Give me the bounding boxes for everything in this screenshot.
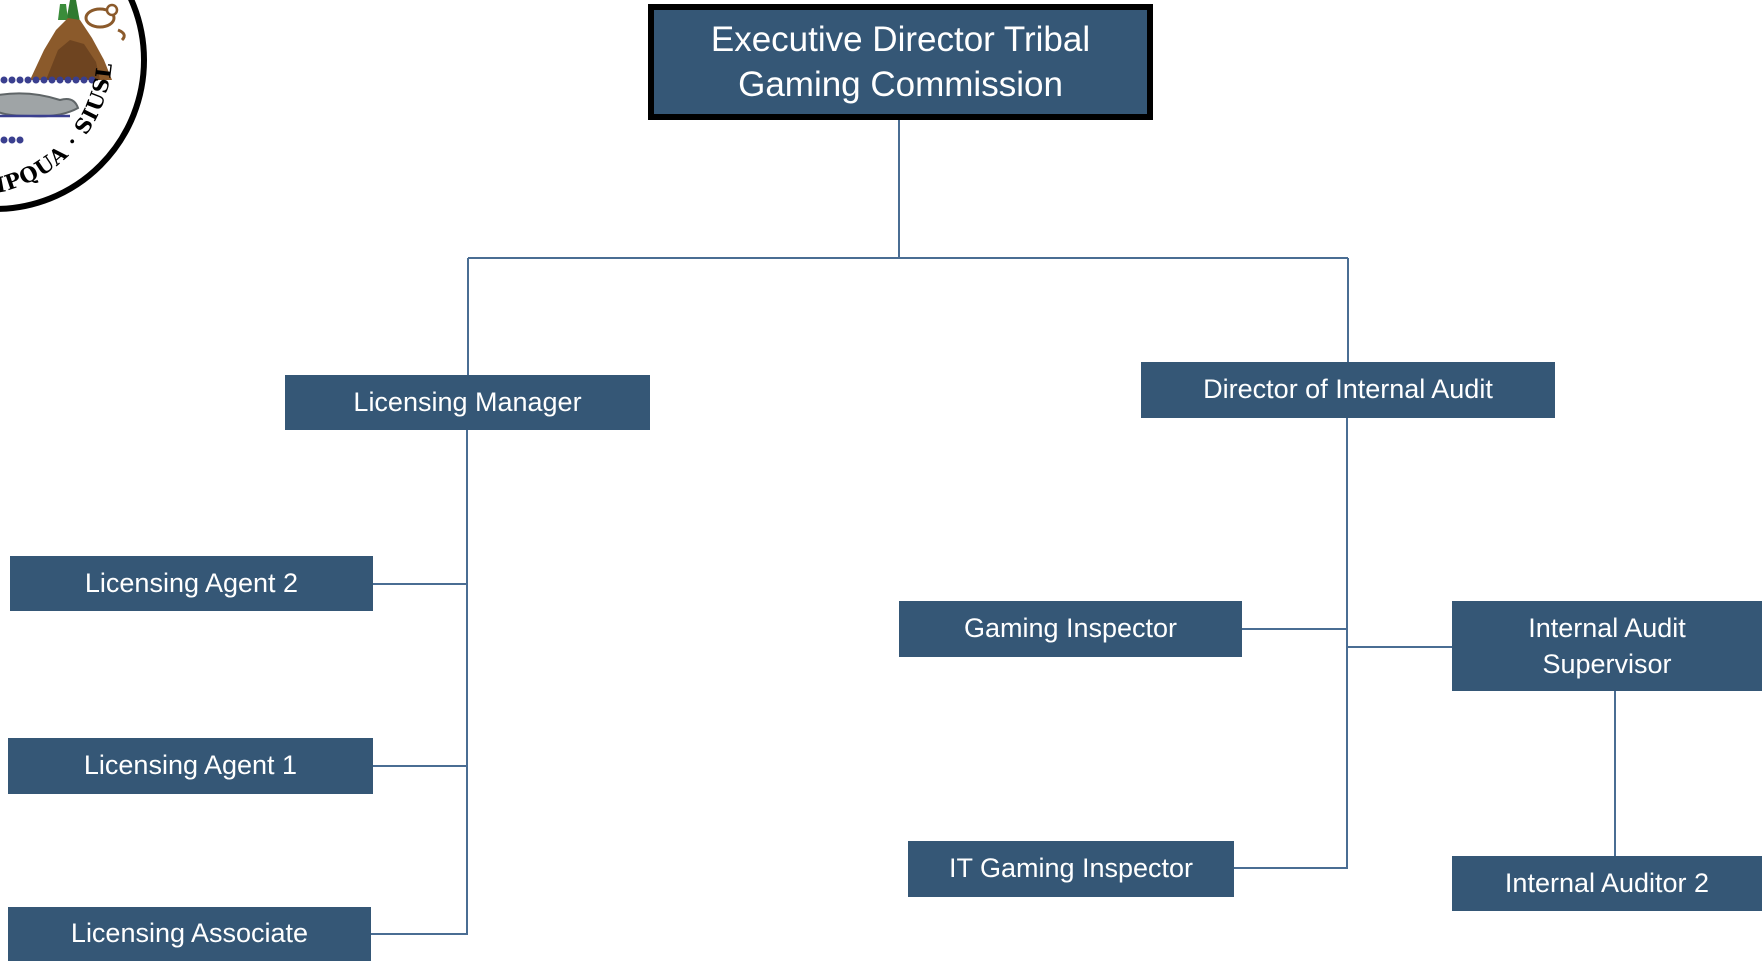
node-it-gaming-inspector-label: IT Gaming Inspector	[948, 853, 1194, 884]
node-internal-audit-supervisor-label: Internal Audit Supervisor	[1528, 613, 1686, 679]
node-executive-director: Executive Director Tribal Gaming Commiss…	[648, 4, 1153, 120]
node-gaming-inspector-label: Gaming Inspector	[963, 613, 1178, 644]
node-licensing-agent-2: Licensing Agent 2	[10, 556, 373, 611]
node-internal-audit-supervisor: Internal Audit Supervisor	[1452, 601, 1762, 691]
node-director-internal-audit: Director of Internal Audit	[1141, 362, 1555, 418]
node-internal-auditor-2: Internal Auditor 2	[1452, 856, 1762, 911]
seal-water-icon	[0, 76, 96, 144]
node-licensing-associate: Licensing Associate	[8, 907, 371, 961]
tribal-seal-logo: UMPQUA · SIUSLAW	[0, 0, 147, 212]
node-licensing-agent-2-label: Licensing Agent 2	[84, 567, 299, 598]
node-licensing-agent-1-label: Licensing Agent 1	[83, 750, 298, 781]
node-licensing-associate-label: Licensing Associate	[70, 918, 309, 949]
node-licensing-manager: Licensing Manager	[285, 375, 650, 430]
node-executive-director-label: Executive Director Tribal Gaming Commiss…	[710, 20, 1091, 104]
node-internal-auditor-2-label: Internal Auditor 2	[1504, 867, 1710, 898]
node-licensing-agent-1: Licensing Agent 1	[8, 738, 373, 794]
node-licensing-manager-label: Licensing Manager	[353, 386, 582, 417]
node-it-gaming-inspector: IT Gaming Inspector	[908, 841, 1234, 897]
node-gaming-inspector: Gaming Inspector	[899, 601, 1242, 657]
node-director-internal-audit-label: Director of Internal Audit	[1203, 374, 1493, 405]
seal-tree-icon	[66, 0, 80, 22]
